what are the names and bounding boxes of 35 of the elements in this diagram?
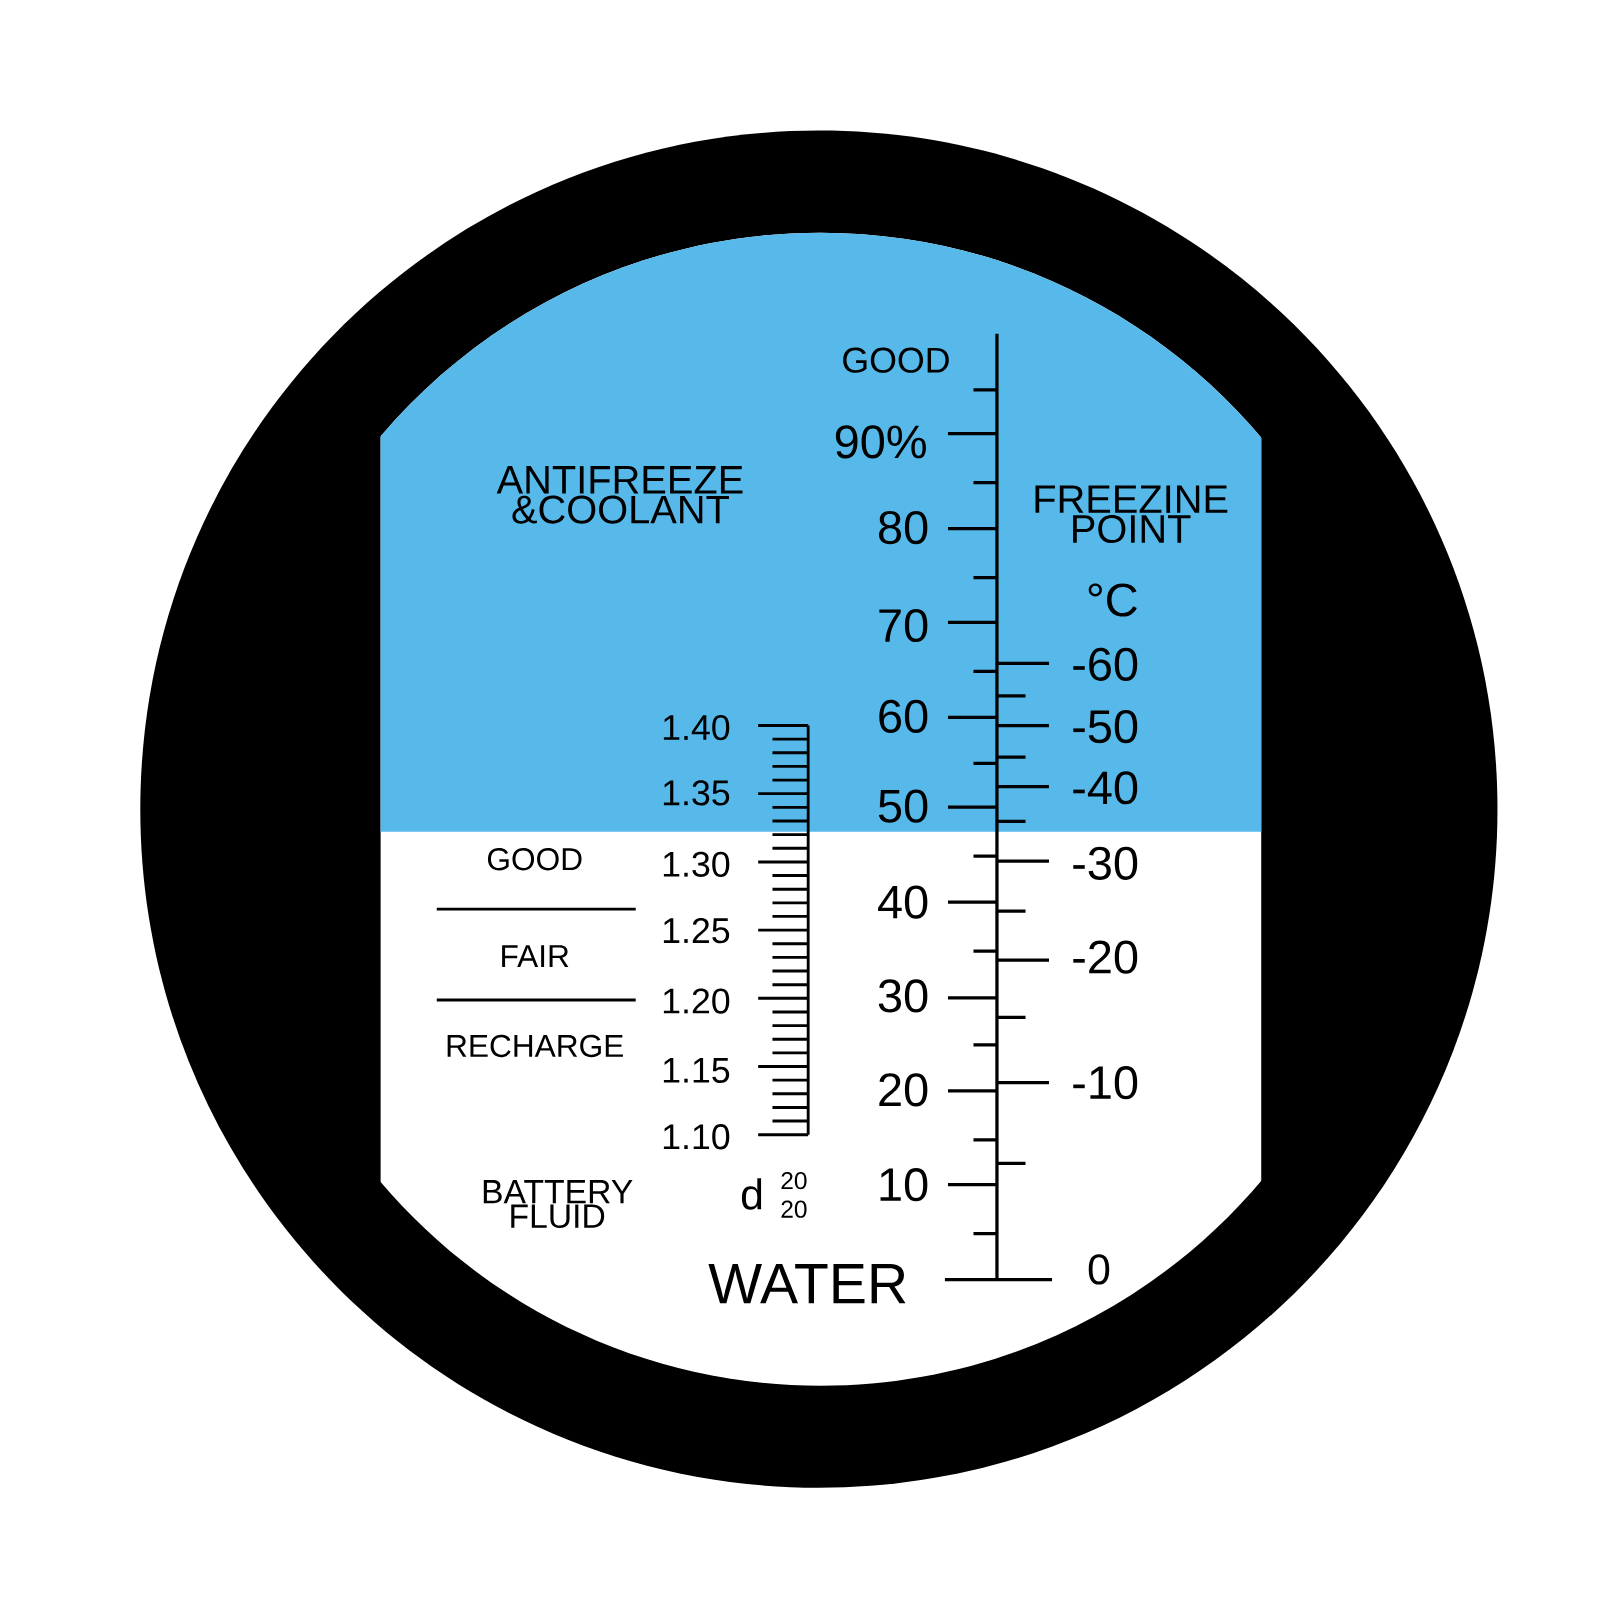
scale-label: GOOD <box>843 347 949 373</box>
scale-label: RECHARGE <box>447 1034 623 1058</box>
scale-number: 40 <box>878 885 928 919</box>
scale-label: FAIR <box>502 945 569 967</box>
heading: BATTERY FLUID <box>483 1180 633 1229</box>
heading: FREEZINE POINT <box>1035 485 1228 544</box>
scale-number: -40 <box>1073 771 1138 805</box>
scale-number: 1.20 <box>663 988 730 1014</box>
subscript: 20 <box>781 1200 807 1218</box>
scale-number: -30 <box>1073 846 1138 880</box>
scale-number: 50 <box>878 789 928 823</box>
superscript: 20 <box>781 1171 807 1190</box>
scale-number: -10 <box>1073 1066 1138 1100</box>
scale-number: 20 <box>879 1073 928 1107</box>
scale-number: -20 <box>1073 940 1138 974</box>
scale-number: 90% <box>835 425 926 459</box>
heading: ANTIFREEZE &COOLANT <box>496 466 743 524</box>
scale-number: 1.40 <box>663 714 730 741</box>
scale-number: 70 <box>879 608 928 643</box>
scale-number: 1.25 <box>663 918 730 944</box>
scale-number: 1.35 <box>663 780 730 806</box>
scale-number: 80 <box>879 510 928 545</box>
scale-number: -50 <box>1073 709 1138 744</box>
scale-number: 30 <box>878 979 928 1013</box>
scale-label: GOOD <box>487 848 582 871</box>
unit-label: °C <box>1088 583 1137 617</box>
scale-number: 1.15 <box>663 1057 730 1083</box>
density-symbol: d <box>741 1178 762 1210</box>
scale-label: WATER <box>708 1264 906 1304</box>
scale-number: 10 <box>880 1168 928 1202</box>
scale-number: -60 <box>1073 647 1138 681</box>
scale-number: 1.30 <box>663 851 730 877</box>
scale-number: 0 <box>1088 1254 1110 1285</box>
scale-number: 60 <box>879 699 928 733</box>
scale-number: 1.10 <box>663 1124 730 1150</box>
